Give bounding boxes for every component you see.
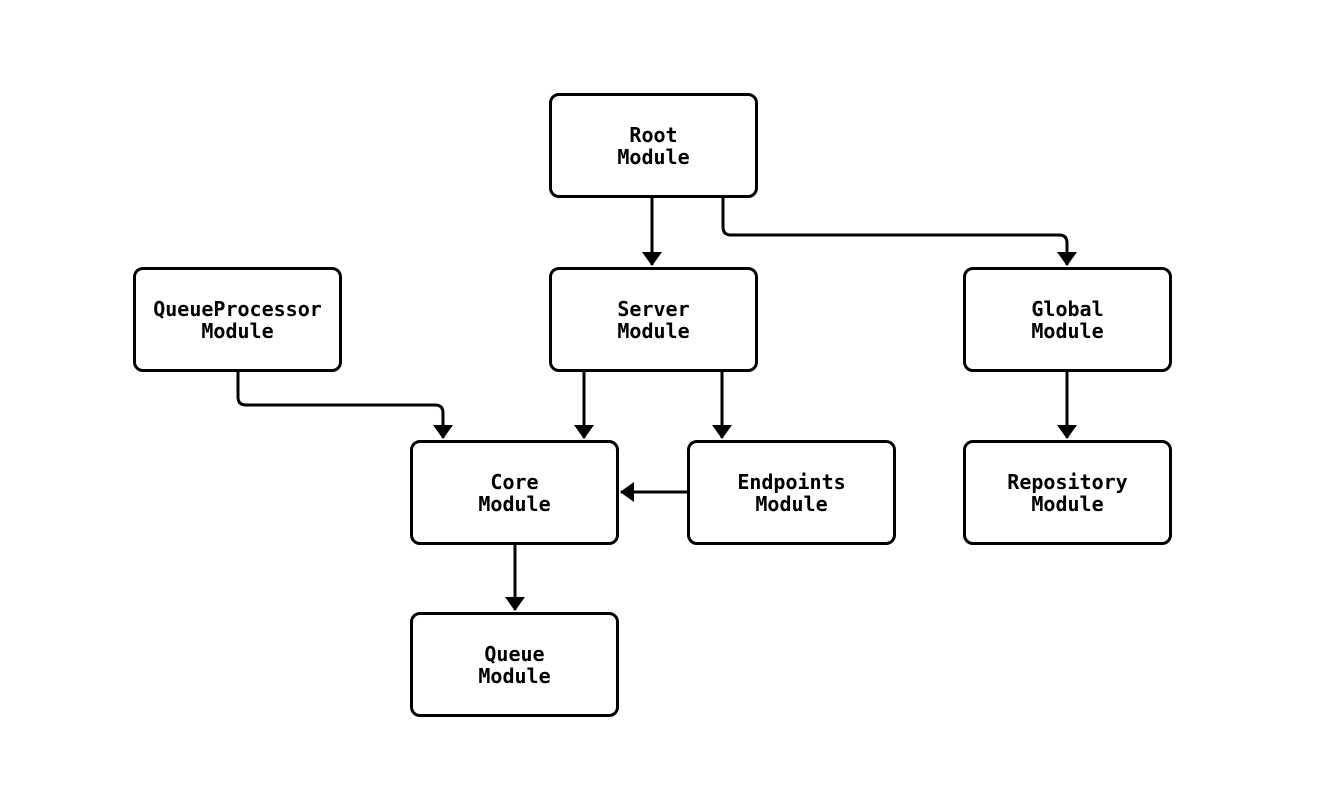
node-label: Global (1031, 296, 1104, 321)
node-label: Repository (1007, 469, 1128, 494)
node-label: QueueProcessor (153, 296, 322, 321)
node-label: Module (755, 491, 828, 516)
edge-root-to-global (721, 198, 1077, 266)
node-global-module: Global Module (963, 267, 1172, 372)
node-label: Queue (484, 641, 545, 666)
node-label: Module (201, 318, 274, 343)
node-label: Root (629, 122, 678, 147)
node-queueprocessor-module: QueueProcessor Module (133, 267, 342, 372)
node-root-module: Root Module (549, 93, 758, 198)
node-server-module: Server Module (549, 267, 758, 372)
node-label: Module (617, 318, 690, 343)
edge-queueprocessor-to-core (236, 371, 453, 439)
node-endpoints-module: Endpoints Module (687, 440, 896, 545)
node-label: Module (1031, 491, 1104, 516)
node-queue-module: Queue Module (410, 612, 619, 717)
node-repository-module: Repository Module (963, 440, 1172, 545)
node-label: Endpoints (737, 469, 846, 494)
node-label: Module (478, 663, 551, 688)
node-label: Module (478, 491, 551, 516)
node-label: Core (490, 469, 539, 494)
node-label: Module (617, 144, 690, 169)
node-label: Module (1031, 318, 1104, 343)
node-core-module: Core Module (410, 440, 619, 545)
node-label: Server (617, 296, 690, 321)
